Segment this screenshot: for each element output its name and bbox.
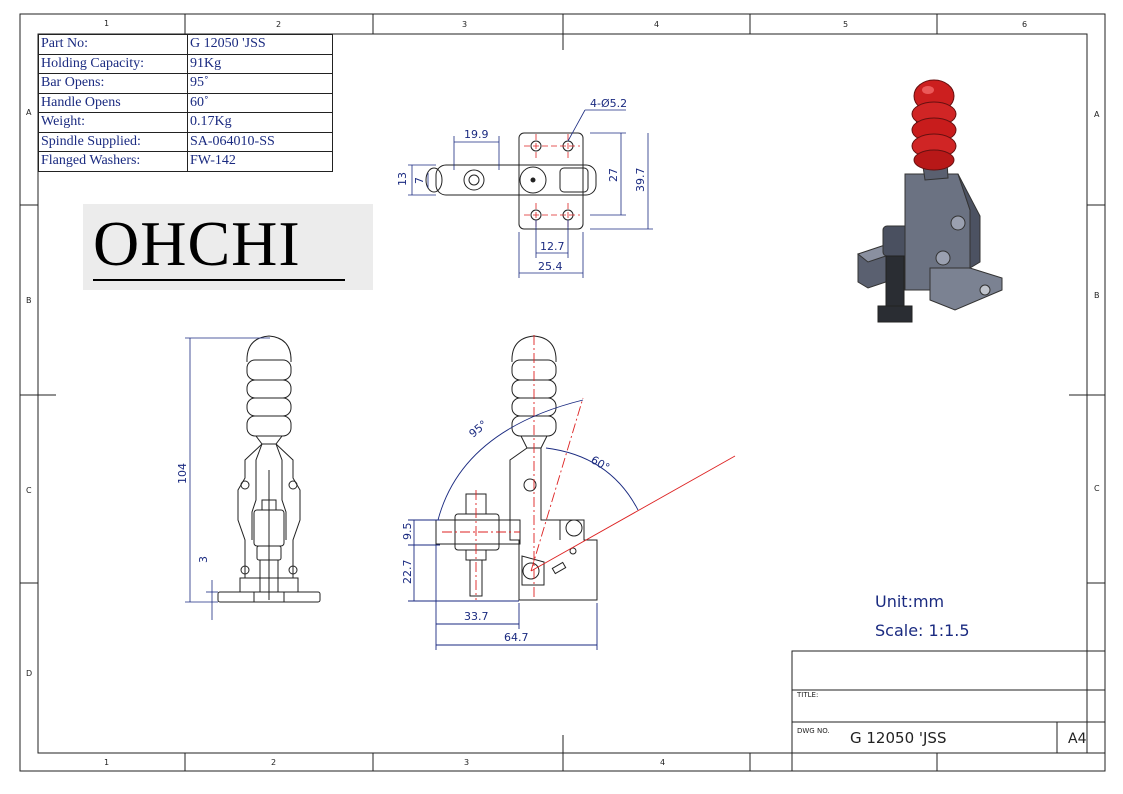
zone-row-right-a: A	[1094, 110, 1100, 119]
front-view-dim-labels: 104 3	[176, 463, 210, 563]
dim-13-label: 13	[396, 172, 409, 186]
dim-19-9-label: 19.9	[464, 128, 489, 141]
dim-33-7-label: 33.7	[464, 610, 489, 623]
spec-value: 91Kg	[187, 53, 333, 74]
side-view-dim-labels: 95° 60° 9.5 22.7 33.7 64.7	[401, 418, 612, 644]
zone-col-top-3: 3	[462, 20, 467, 29]
spec-label: Weight:	[38, 112, 188, 133]
zone-col-top-4: 4	[654, 20, 659, 29]
zone-row-right-c: C	[1094, 484, 1100, 493]
zone-col-top-1: 1	[104, 19, 109, 28]
sheet-size: A4	[1068, 731, 1087, 747]
top-view-dim-labels: 4-Ø5.2 19.9 13 7 27 39.7 12.7 25.4	[396, 97, 647, 273]
spec-value: SA-064010-SS	[187, 131, 333, 152]
spec-value: G 12050 'JSS	[187, 34, 333, 55]
zone-col-bottom-1: 1	[104, 758, 109, 767]
scale-label: Scale: 1:1.5	[875, 621, 970, 640]
zone-row-left-a: A	[26, 108, 32, 117]
dim-25-4-label: 25.4	[538, 260, 563, 273]
spec-label: Handle Opens	[38, 92, 188, 113]
brand-logo: OHCHI	[93, 208, 301, 279]
spec-table: Part No:G 12050 'JSS Holding Capacity:91…	[38, 34, 333, 172]
dim-104-label: 104	[176, 463, 189, 484]
zone-row-right-b: B	[1094, 291, 1100, 300]
spec-row: Holding Capacity:91Kg	[38, 53, 333, 74]
dim-9-5-label: 9.5	[401, 523, 414, 541]
spec-label: Flanged Washers:	[38, 151, 188, 172]
top-view	[425, 132, 597, 230]
dim-64-7-label: 64.7	[504, 631, 529, 644]
dim-7-label: 7	[413, 177, 426, 184]
title-label: TITLE:	[797, 691, 819, 699]
dim-12-7-label: 12.7	[540, 240, 565, 253]
spec-value: 95˚	[187, 73, 333, 94]
spec-label: Holding Capacity:	[38, 53, 188, 74]
dim-hole-label: 4-Ø5.2	[590, 97, 627, 110]
spec-label: Spindle Supplied:	[38, 131, 188, 152]
top-view-dimensions	[408, 109, 653, 278]
spec-value: FW-142	[187, 151, 333, 172]
top-view-centerlines	[524, 134, 580, 227]
spec-label: Bar Opens:	[38, 73, 188, 94]
zone-labels: 1 2 3 4 5 6 1 2 3 4 A B C D A B C	[26, 19, 1100, 767]
dim-39-7-label: 39.7	[634, 168, 647, 193]
logo-background	[83, 204, 373, 290]
spec-value: 0.17Kg	[187, 112, 333, 133]
spec-row: Part No:G 12050 'JSS	[38, 34, 333, 55]
unit-label: Unit:mm	[875, 592, 945, 611]
zone-col-top-5: 5	[843, 20, 848, 29]
side-view-centerlines	[442, 335, 736, 600]
zone-row-left-b: B	[26, 296, 32, 305]
zone-dividers	[20, 14, 1105, 771]
zone-col-bottom-4: 4	[660, 758, 665, 767]
front-view-dimensions	[185, 337, 270, 620]
dwg-no-label: DWG NO.	[797, 727, 830, 735]
zone-col-top-2: 2	[276, 20, 281, 29]
dim-3-label: 3	[197, 556, 210, 563]
zone-col-bottom-3: 3	[464, 758, 469, 767]
front-view	[217, 335, 321, 603]
dim-22-7-label: 22.7	[401, 560, 414, 585]
spec-row: Spindle Supplied:SA-064010-SS	[38, 131, 333, 152]
clamp-3d-render	[856, 79, 1003, 323]
logo-underline	[93, 279, 345, 281]
side-view-dimensions	[408, 399, 639, 650]
spec-row: Flanged Washers:FW-142	[38, 151, 333, 172]
dim-60-angle-label: 60°	[589, 453, 612, 474]
side-view	[435, 335, 598, 601]
dwg-no-value: G 12050 'JSS	[850, 729, 947, 747]
spec-label: Part No:	[38, 34, 188, 55]
dim-27-label: 27	[607, 168, 620, 182]
spec-row: Weight:0.17Kg	[38, 112, 333, 133]
zone-row-left-c: C	[26, 486, 32, 495]
spec-value: 60˚	[187, 92, 333, 113]
zone-col-bottom-2: 2	[271, 758, 276, 767]
spec-row: Bar Opens:95˚	[38, 73, 333, 94]
dim-95-angle-label: 95°	[467, 418, 490, 440]
zone-col-top-6: 6	[1022, 20, 1027, 29]
title-block	[791, 650, 1106, 772]
zone-row-left-d: D	[26, 669, 32, 678]
